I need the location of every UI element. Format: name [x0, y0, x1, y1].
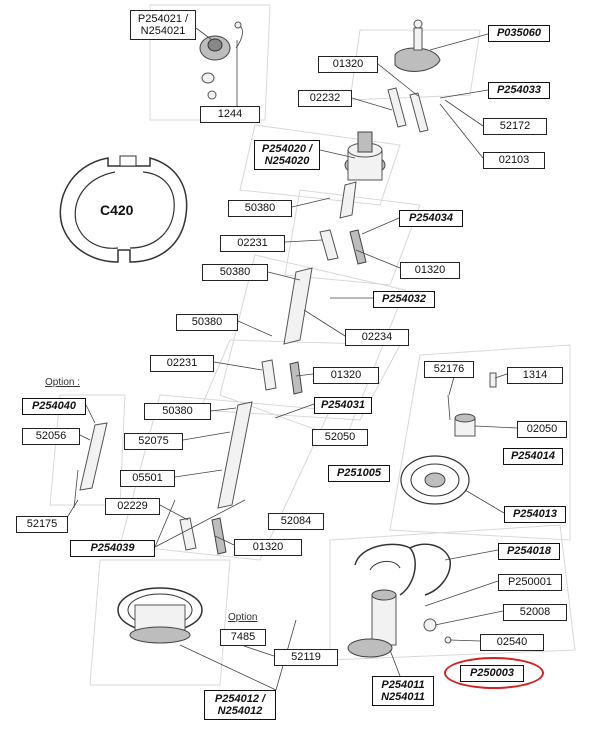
label-p251005: P251005 [328, 465, 390, 482]
label-p254012: P254012 /N254012 [204, 690, 276, 720]
c420-clip-ring [59, 155, 188, 263]
label-p254013: P254013 [504, 506, 566, 523]
label-50380-c: 50380 [176, 314, 238, 331]
label-52008: 52008 [503, 604, 567, 621]
panel-outlines [49, 4, 576, 686]
label-p254040: P254040 [22, 398, 86, 415]
label-05501: 05501 [120, 470, 175, 487]
part-p254012-base [117, 587, 203, 644]
label-01320-a: 01320 [318, 56, 378, 73]
label-p254012-line1: P254012 / [214, 693, 266, 705]
label-p254012-line2: N254012 [217, 705, 263, 717]
label-p254034: P254034 [399, 210, 463, 227]
label-p254032: P254032 [373, 291, 435, 308]
label-52172: 52172 [483, 118, 547, 135]
label-50380-b: 50380 [202, 264, 268, 281]
highlight-ellipse [444, 657, 544, 689]
label-52176: 52176 [424, 361, 474, 378]
label-p254018: P254018 [498, 543, 560, 560]
part-p035060-handle [394, 19, 441, 72]
label-52175: 52175 [16, 516, 68, 533]
part-p254018-frame [354, 543, 451, 596]
label-52056: 52056 [22, 428, 80, 445]
part-p254011-motor [347, 589, 452, 658]
part-02234-tube [283, 267, 313, 345]
label-p254039: P254039 [70, 540, 155, 557]
part-p254021-clamp [199, 21, 243, 100]
label-p254021: P254021 /N254021 [130, 10, 196, 40]
label-02234: 02234 [345, 329, 409, 346]
part-52075-tube [217, 401, 253, 509]
label-52075: 52075 [124, 433, 183, 450]
label-p250003: P250003 [460, 665, 524, 682]
label-52084: 52084 [268, 513, 324, 530]
label-52050: 52050 [312, 429, 368, 446]
leader-lines [67, 27, 518, 691]
part-p254040-rod [73, 422, 108, 509]
label-1244: 1244 [200, 106, 260, 123]
part-p254039-tubes [179, 517, 227, 555]
label-p254020-line2: N254020 [264, 155, 310, 167]
label-02050: 02050 [517, 421, 567, 438]
label-50380-a: 50380 [228, 200, 292, 217]
part-p254020-head [339, 131, 386, 219]
label-01320-b: 01320 [400, 262, 460, 279]
label-p254031: P254031 [314, 397, 372, 414]
label-p250001: P250001 [498, 574, 562, 591]
part-02231-upper-tube [319, 229, 367, 265]
label-option-a: Option : [45, 377, 81, 388]
label-p254011-line1: P254011 [381, 679, 425, 691]
part-p254014-pulley [447, 372, 497, 437]
label-02232: 02232 [298, 90, 352, 107]
label-02231-b: 02231 [150, 355, 214, 372]
label-p254014: P254014 [503, 448, 563, 465]
label-02231-a: 02231 [220, 235, 285, 252]
label-50380-d: 50380 [144, 403, 211, 420]
label-01320-c: 01320 [313, 367, 379, 384]
part-02231-lower-tube [261, 359, 303, 395]
label-p254011-line2: N254011 [381, 691, 425, 703]
label-02540: 02540 [480, 634, 544, 651]
label-52119: 52119 [274, 649, 338, 666]
label-01320-d: 01320 [234, 539, 302, 556]
label-p254020-line1: P254020 / [261, 143, 313, 155]
label-02103: 02103 [483, 152, 545, 169]
label-p254021-line1: P254021 / [137, 13, 189, 25]
label-option-b: Option [228, 612, 258, 623]
label-02229: 02229 [105, 498, 160, 515]
label-7485: 7485 [220, 629, 266, 646]
part-02232-shaft [387, 87, 429, 133]
label-p254033: P254033 [488, 82, 550, 99]
label-p254021-line2: N254021 [140, 25, 186, 37]
part-p254013-drum [400, 455, 470, 505]
label-p035060: P035060 [488, 25, 550, 42]
label-c420: C420 [100, 202, 134, 218]
label-p254020: P254020 /N254020 [254, 140, 320, 170]
label-1314: 1314 [507, 367, 563, 384]
